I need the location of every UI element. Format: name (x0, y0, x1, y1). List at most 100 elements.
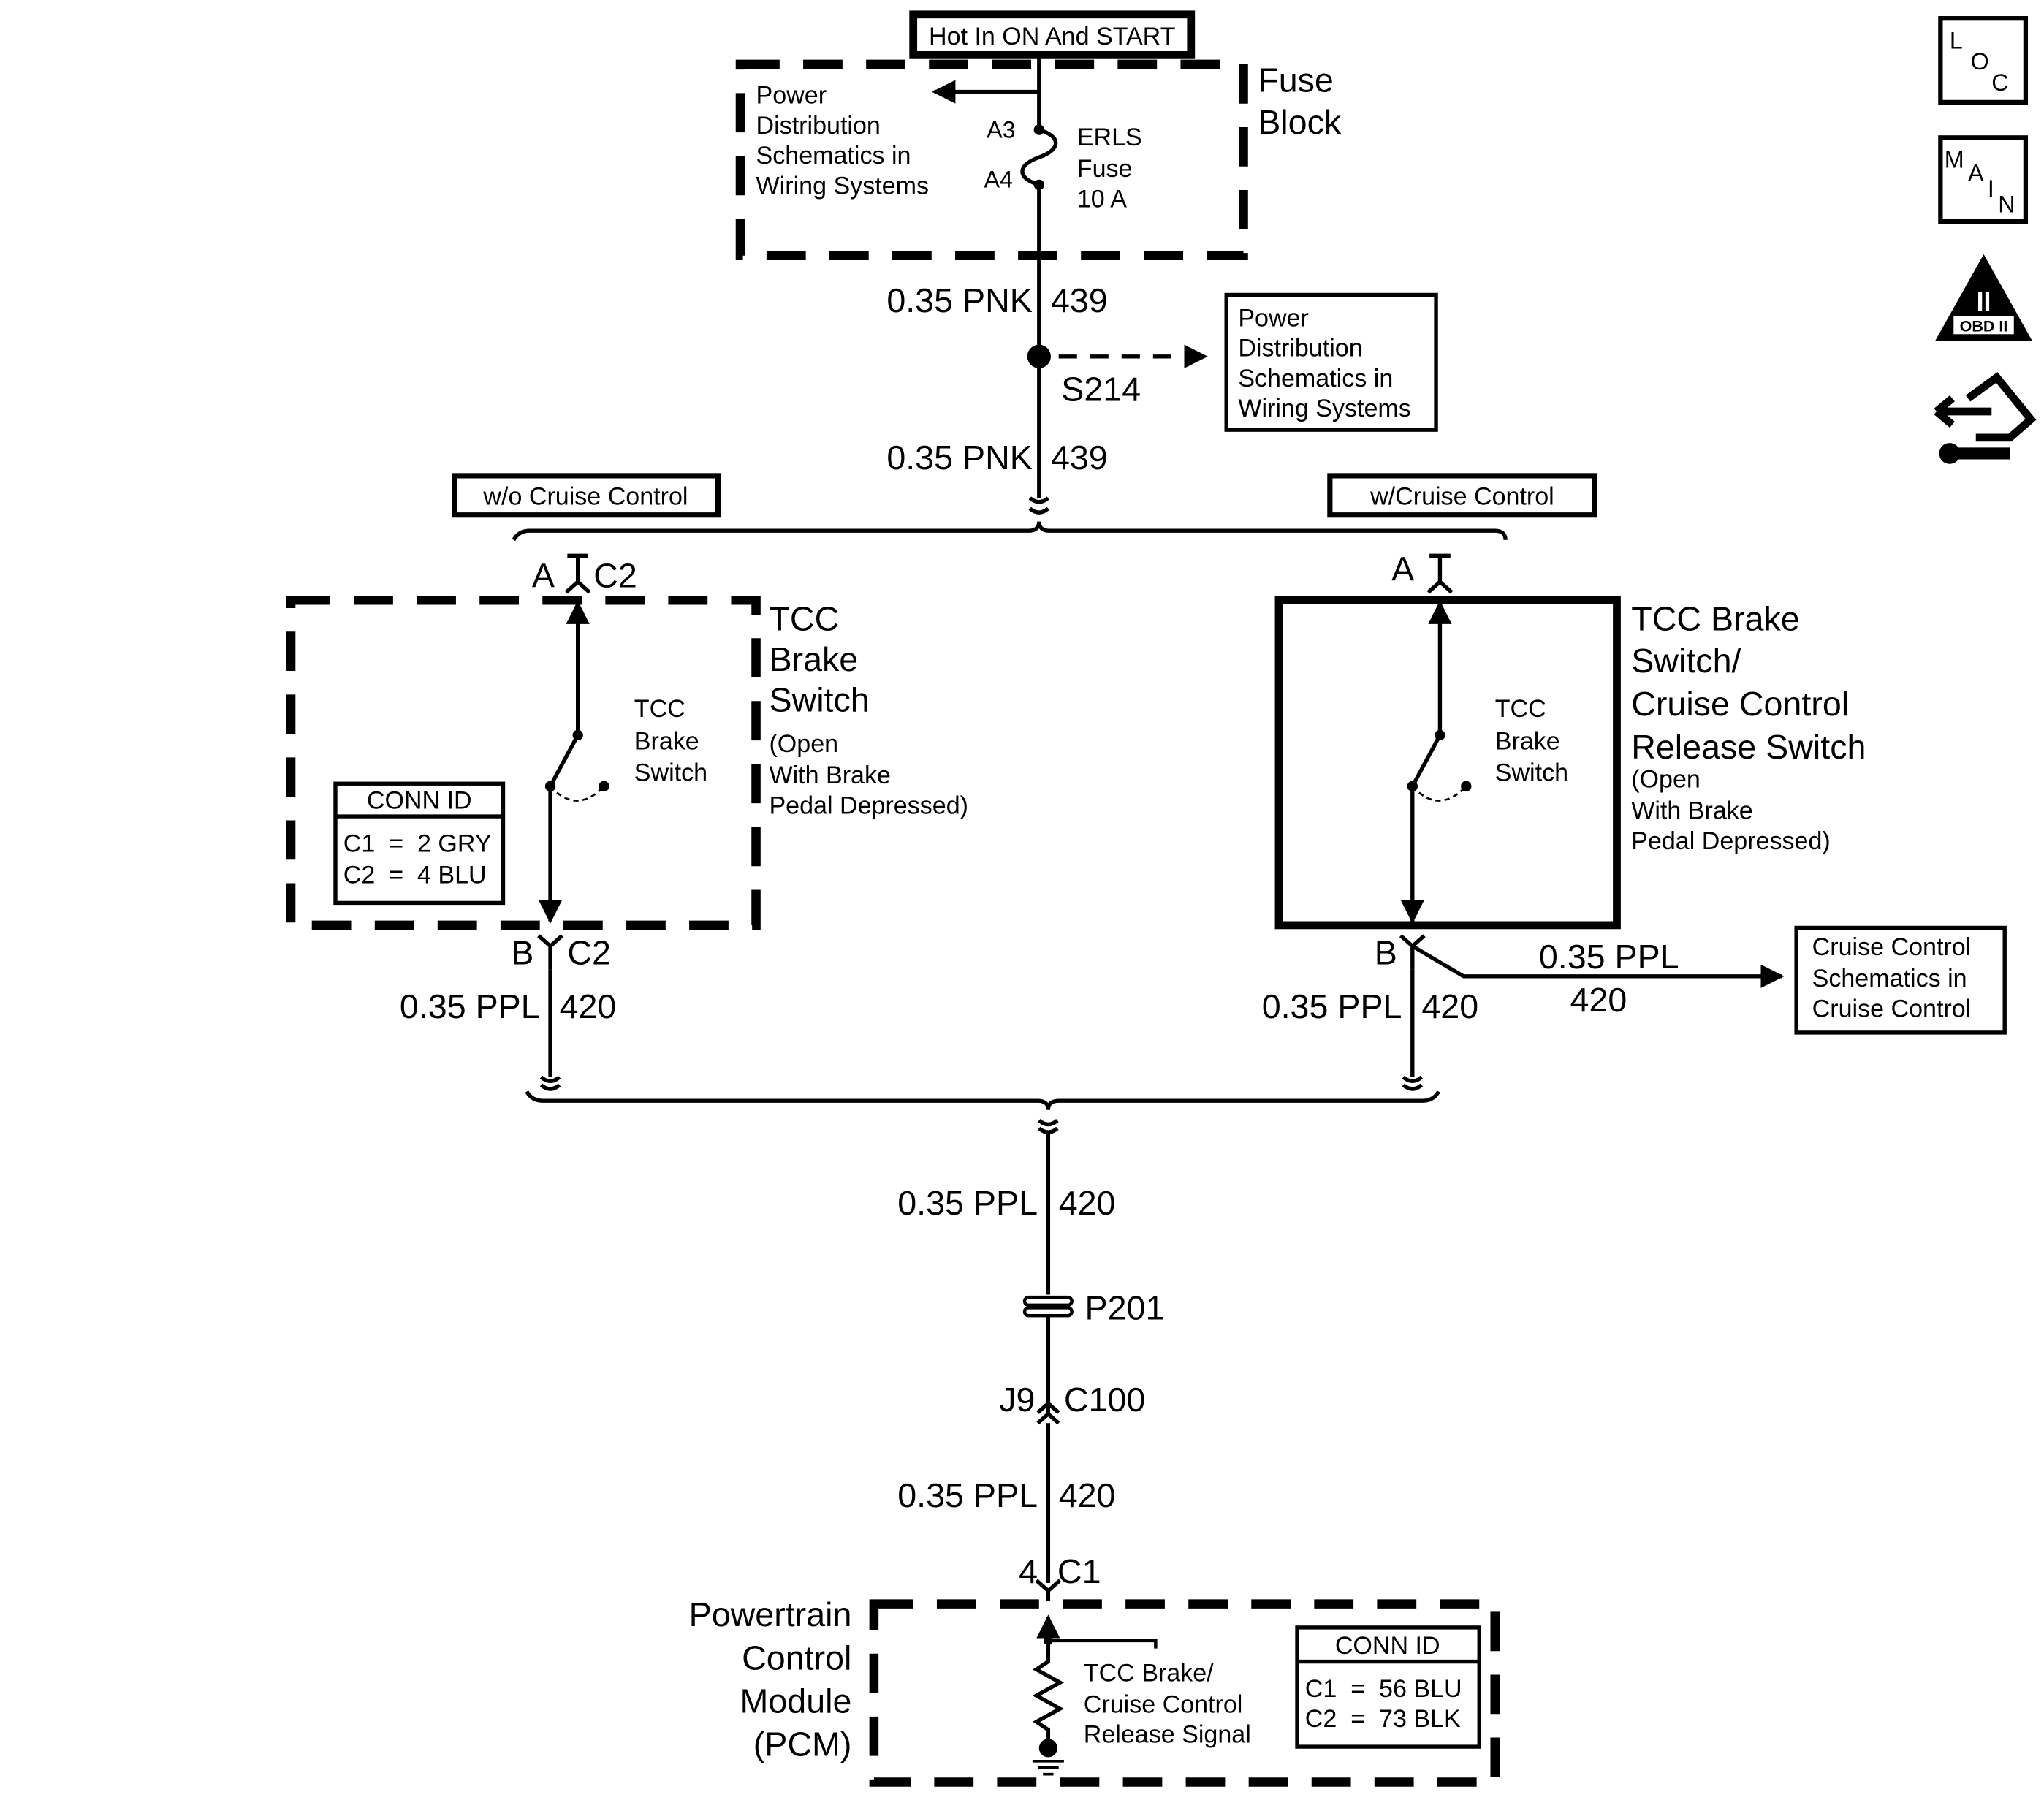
right-pin-a: A (1391, 550, 1414, 588)
svg-text:C1 = 2 GRY: C1 = 2 GRY (343, 829, 492, 857)
svg-text:I: I (1988, 175, 1994, 202)
wire-420-cruise[interactable] (1411, 944, 1785, 988)
right-inner-label-2: Brake (1495, 728, 1560, 756)
svg-text:II: II (1977, 287, 1991, 316)
splice-label: S214 (1061, 371, 1141, 409)
passthrough-label: P201 (1085, 1289, 1165, 1327)
wire-420-mid-gauge: 0.35 PPL (897, 1184, 1038, 1222)
svg-text:C1 = 56 BLU: C1 = 56 BLU (1305, 1675, 1462, 1703)
right-switch-note-3: Pedal Depressed) (1631, 827, 1831, 855)
left-pin-b: B (511, 934, 533, 972)
pcm-signal-3: Release Signal (1084, 1721, 1251, 1749)
fuse-block-title-2: Block (1258, 103, 1342, 141)
left-switch-title-1: TCC (769, 599, 839, 637)
c100-pin: J9 (999, 1381, 1035, 1419)
connector-symbol (564, 553, 591, 594)
wire-420-left-gauge: 0.35 PPL (400, 987, 540, 1025)
option-brace-bottom (525, 1090, 1440, 1110)
svg-text:w/Cruise Control: w/Cruise Control (1369, 482, 1554, 510)
left-conn-top: C2 (593, 556, 637, 594)
cruise-ref-box[interactable]: Cruise Control Schematics in Cruise Cont… (1794, 925, 2007, 1035)
pcm-title-3: Module (740, 1682, 852, 1720)
pcm-conn-id-table: CONN ID C1 = 56 BLU C2 = 73 BLK (1295, 1625, 1481, 1749)
left-switch-note-2: With Brake (769, 762, 890, 789)
passthrough-p201[interactable] (1022, 1295, 1074, 1318)
obd-icon[interactable]: II OBD II (1935, 254, 2032, 341)
loc-icon[interactable]: L O C (1938, 16, 2029, 105)
left-switch-contact[interactable] (548, 734, 580, 788)
splice-ref-box[interactable]: Power Distribution Schematics in Wiring … (1224, 292, 1438, 432)
fuse-block-title: Fuse (1258, 61, 1334, 99)
connector-symbol (1035, 1579, 1062, 1602)
svg-text:Cruise Control: Cruise Control (1812, 995, 1972, 1022)
svg-text:Wiring Systems: Wiring Systems (1238, 395, 1410, 422)
svg-text:CONN ID: CONN ID (1335, 1632, 1440, 1660)
wire-420-right-circuit: 420 (1421, 987, 1478, 1025)
pcm-pin: 4 (1019, 1552, 1038, 1590)
pcm-signal-2: Cruise Control (1084, 1690, 1243, 1718)
svg-text:O: O (1971, 48, 1989, 75)
pcm-title-2: Control (742, 1639, 851, 1677)
right-switch-title-1: TCC Brake (1631, 599, 1800, 637)
left-switch-note-3: Pedal Depressed) (769, 791, 968, 819)
svg-text:Schematics in: Schematics in (1238, 365, 1393, 392)
pcm-box[interactable] (869, 1599, 1500, 1787)
option-brace-top (512, 521, 1508, 542)
svg-text:C2 = 4 BLU: C2 = 4 BLU (343, 862, 487, 889)
pcm-signal-1: TCC Brake/ (1084, 1659, 1214, 1687)
right-switch-box[interactable] (1274, 596, 1621, 930)
wire-420-cruise-gauge: 0.35 PPL (1539, 938, 1679, 976)
wire-420-right-gauge: 0.35 PPL (1262, 987, 1402, 1025)
left-inner-label-3: Switch (634, 759, 707, 787)
pcm-title-4: (PCM) (753, 1725, 852, 1763)
right-inner-label-3: Switch (1495, 759, 1568, 787)
svg-text:Schematics in: Schematics in (756, 142, 911, 170)
fuse-block-ref[interactable]: Power Distribution Schematics in Wiring … (756, 82, 929, 200)
main-icon[interactable]: M A I N (1938, 135, 2029, 224)
wire-420-low-gauge: 0.35 PPL (897, 1476, 1038, 1514)
fuse-block[interactable]: Fuse Block (735, 59, 1342, 260)
fuse-icon (1020, 127, 1058, 187)
left-switch-box[interactable] (286, 595, 761, 930)
connector-symbol (1426, 553, 1454, 594)
ground-icon (1032, 1760, 1064, 1776)
fuse-pin-a4: A4 (984, 166, 1013, 192)
wire-439-circuit-a: 439 (1051, 281, 1108, 319)
svg-text:Wiring Systems: Wiring Systems (756, 172, 929, 200)
right-switch-contact[interactable] (1410, 734, 1442, 788)
option-left-label[interactable]: w/o Cruise Control (452, 473, 721, 518)
pull-down-resistor (1032, 1640, 1065, 1741)
right-switch-title-4: Release Switch (1631, 728, 1866, 766)
right-switch-note-1: (Open (1631, 766, 1701, 794)
wire-420-cruise-circuit: 420 (1570, 981, 1627, 1019)
left-conn-id-table: CONN ID C1 = 2 GRY C2 = 4 BLU (333, 781, 506, 906)
power-source-label: Hot In ON And START (909, 10, 1196, 59)
svg-text:Distribution: Distribution (1238, 335, 1362, 362)
wire-439-gauge-b: 0.35 PNK (886, 438, 1033, 477)
svg-text:C2 = 73 BLK: C2 = 73 BLK (1305, 1705, 1461, 1733)
wire-439-gauge-a: 0.35 PNK (886, 281, 1033, 319)
connector-symbol (537, 934, 563, 970)
svg-text:OBD II: OBD II (1960, 318, 2008, 335)
connector-c100-symbol (1036, 1400, 1060, 1425)
repair-icon[interactable] (1934, 372, 2037, 464)
splice-s214[interactable] (1027, 344, 1051, 368)
fuse-label-3: 10 A (1077, 185, 1127, 213)
right-switch-note-2: With Brake (1631, 797, 1753, 825)
left-inner-label-1: TCC (634, 695, 685, 723)
wire-420-mid-circuit: 420 (1059, 1184, 1116, 1222)
right-switch-title-3: Cruise Control (1631, 685, 1849, 723)
svg-text:Schematics in: Schematics in (1812, 965, 1967, 992)
right-inner-label-1: TCC (1495, 695, 1546, 723)
left-switch-title-3: Switch (769, 681, 869, 719)
svg-text:Cruise Control: Cruise Control (1812, 933, 1972, 961)
left-inner-label-2: Brake (634, 728, 699, 756)
svg-text:N: N (1998, 191, 2015, 218)
option-right-label[interactable]: w/Cruise Control (1327, 473, 1597, 518)
svg-text:Power: Power (1238, 305, 1309, 333)
right-switch-title-2: Switch/ (1631, 642, 1741, 680)
wire-420-left-circuit: 420 (560, 987, 617, 1025)
fuse-label-2: Fuse (1077, 155, 1133, 183)
right-pin-b: B (1375, 934, 1397, 972)
